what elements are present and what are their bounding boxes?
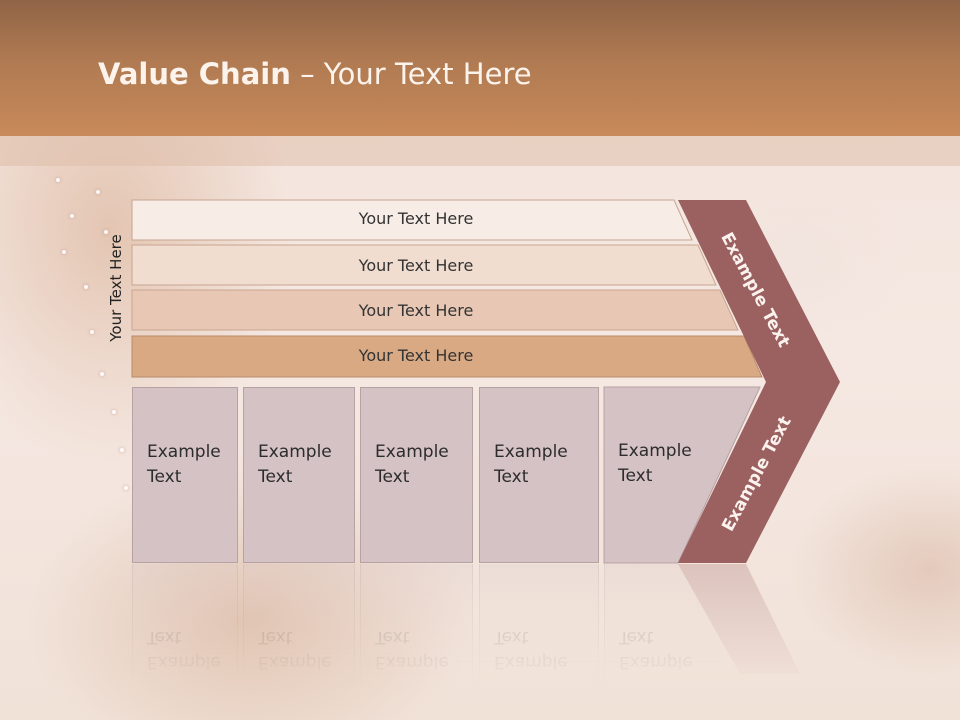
row-band-2 — [131, 244, 717, 286]
slide-title: Value Chain – Your Text Here — [98, 54, 532, 94]
activity-box-label: Example Text — [494, 442, 568, 487]
activity-box-3: Example Text — [360, 387, 473, 563]
title-bold: Value Chain — [98, 57, 291, 91]
side-label: Your Text Here — [107, 234, 125, 342]
row-band-3 — [131, 289, 739, 331]
title-rest: – Your Text Here — [290, 57, 532, 91]
jewel-decoration — [120, 448, 124, 452]
activity-box-label: Example Text — [375, 442, 449, 487]
row-band-4 — [131, 335, 763, 378]
jewel-decoration — [62, 250, 66, 254]
jewel-decoration — [90, 330, 94, 334]
row-band-1 — [131, 199, 693, 241]
jewel-decoration — [70, 214, 74, 218]
jewel-decoration — [96, 190, 100, 194]
value-chevron — [678, 200, 840, 563]
activity-box-5-label: Example Text — [618, 441, 692, 486]
activity-box-2: Example Text — [243, 387, 355, 563]
jewel-decoration — [112, 410, 116, 414]
title-underband — [0, 136, 960, 166]
jewel-decoration — [84, 285, 88, 289]
activity-box-1: Example Text — [132, 387, 238, 563]
jewel-decoration — [104, 230, 108, 234]
row-label-1: Your Text Here — [358, 209, 474, 228]
row-label-2: Your Text Here — [358, 256, 474, 275]
row-label-4: Your Text Here — [358, 346, 474, 365]
activity-box-label: Example Text — [258, 442, 332, 487]
row-label-3: Your Text Here — [358, 301, 474, 320]
title-bar — [0, 0, 960, 136]
jewel-decoration — [124, 486, 128, 490]
jewel-decoration — [100, 372, 104, 376]
jewel-decoration — [56, 178, 60, 182]
activity-box-4: Example Text — [479, 387, 599, 563]
activity-box-label: Example Text — [147, 442, 221, 487]
